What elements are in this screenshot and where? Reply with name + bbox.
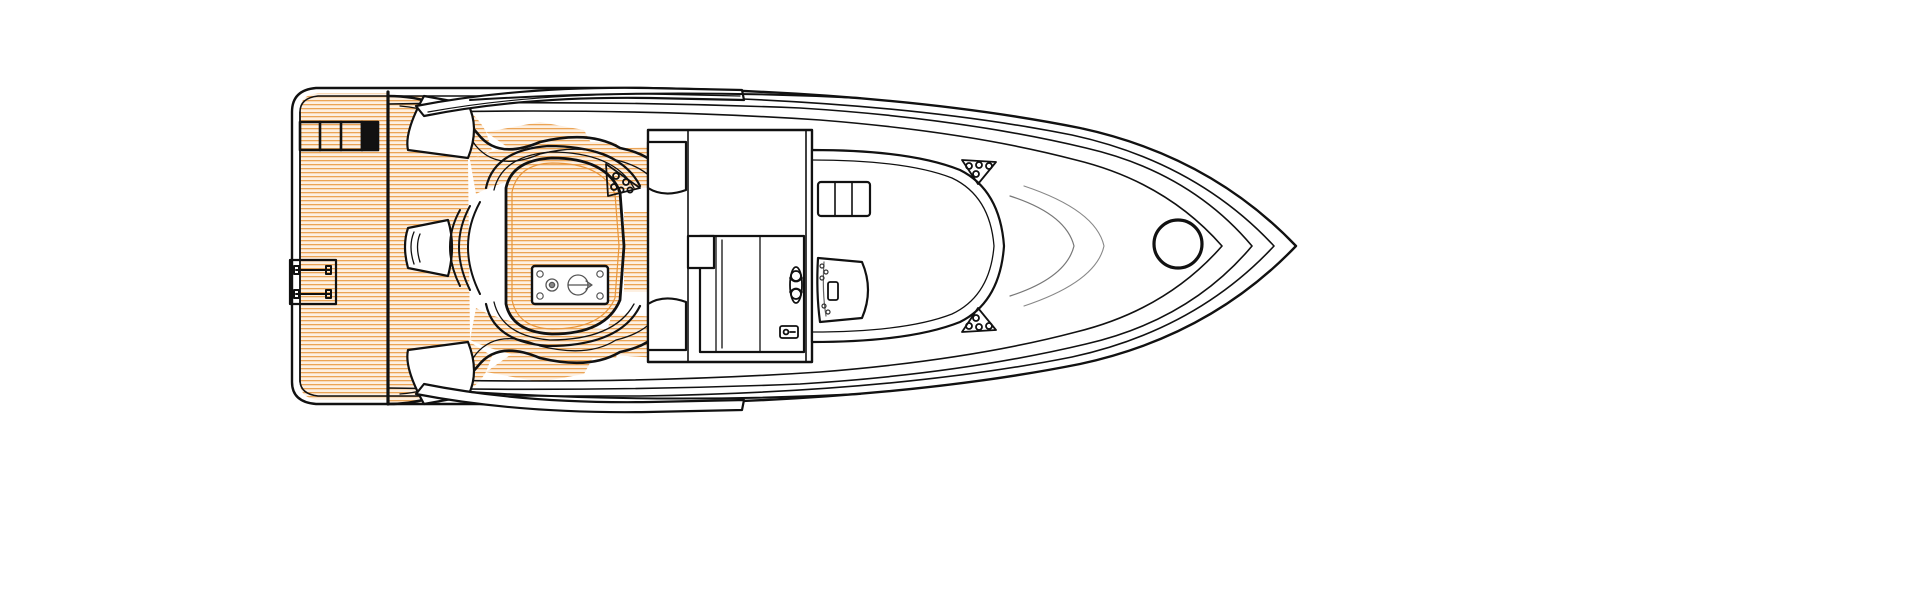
cabin-skylight (816, 256, 870, 324)
bulwark-inner-line (429, 110, 1223, 382)
deck-rail-line (469, 92, 861, 101)
foredeck-curve-2 (1023, 185, 1105, 307)
vent-grille (816, 180, 872, 218)
nonslip-helm-patch (605, 163, 641, 197)
hull-group (288, 86, 1298, 414)
nonslip-bow-port (961, 159, 997, 185)
foredeck-curve-1 (1009, 195, 1075, 297)
dash-cutout (646, 140, 688, 195)
sun-lounge-teak (506, 158, 624, 334)
hull-outline (290, 86, 1298, 406)
deck-filler-plate (530, 264, 610, 306)
rubrail-line (299, 95, 1275, 397)
fuel-cap-icon (545, 278, 559, 292)
l-settee (403, 218, 454, 278)
boarding-ladder (288, 258, 338, 306)
aft-wedge-teak-lower (486, 348, 596, 382)
water-cap-icon (567, 274, 593, 296)
lounge-surround-upper-2 (493, 151, 635, 191)
seat-ribs (449, 201, 481, 295)
sun-lounge-inner (511, 162, 620, 330)
midship-cleat (789, 266, 803, 304)
deck-rail-line-lower (469, 391, 861, 400)
dash-cutout-lower (646, 297, 688, 352)
helm-seat (698, 234, 806, 354)
lounge-surround-upper (484, 144, 642, 190)
nonslip-bow-stbd (961, 307, 997, 333)
anchor-locker-hatch (1152, 218, 1204, 270)
stern-group (288, 90, 390, 406)
sun-lounge-outline (504, 156, 626, 336)
companion-seat (686, 234, 716, 270)
foredeck-group (779, 148, 1204, 344)
cabin-top-inner (811, 159, 995, 333)
sheer-inner-line (387, 101, 1253, 391)
small-deck-hatch (779, 325, 799, 339)
gunwale-outer (290, 86, 1298, 406)
lounge-surround-lower-2 (493, 301, 635, 341)
lounge-surround-lower (484, 302, 642, 348)
swim-platform-teak (300, 93, 388, 400)
transom-steps (298, 120, 380, 152)
